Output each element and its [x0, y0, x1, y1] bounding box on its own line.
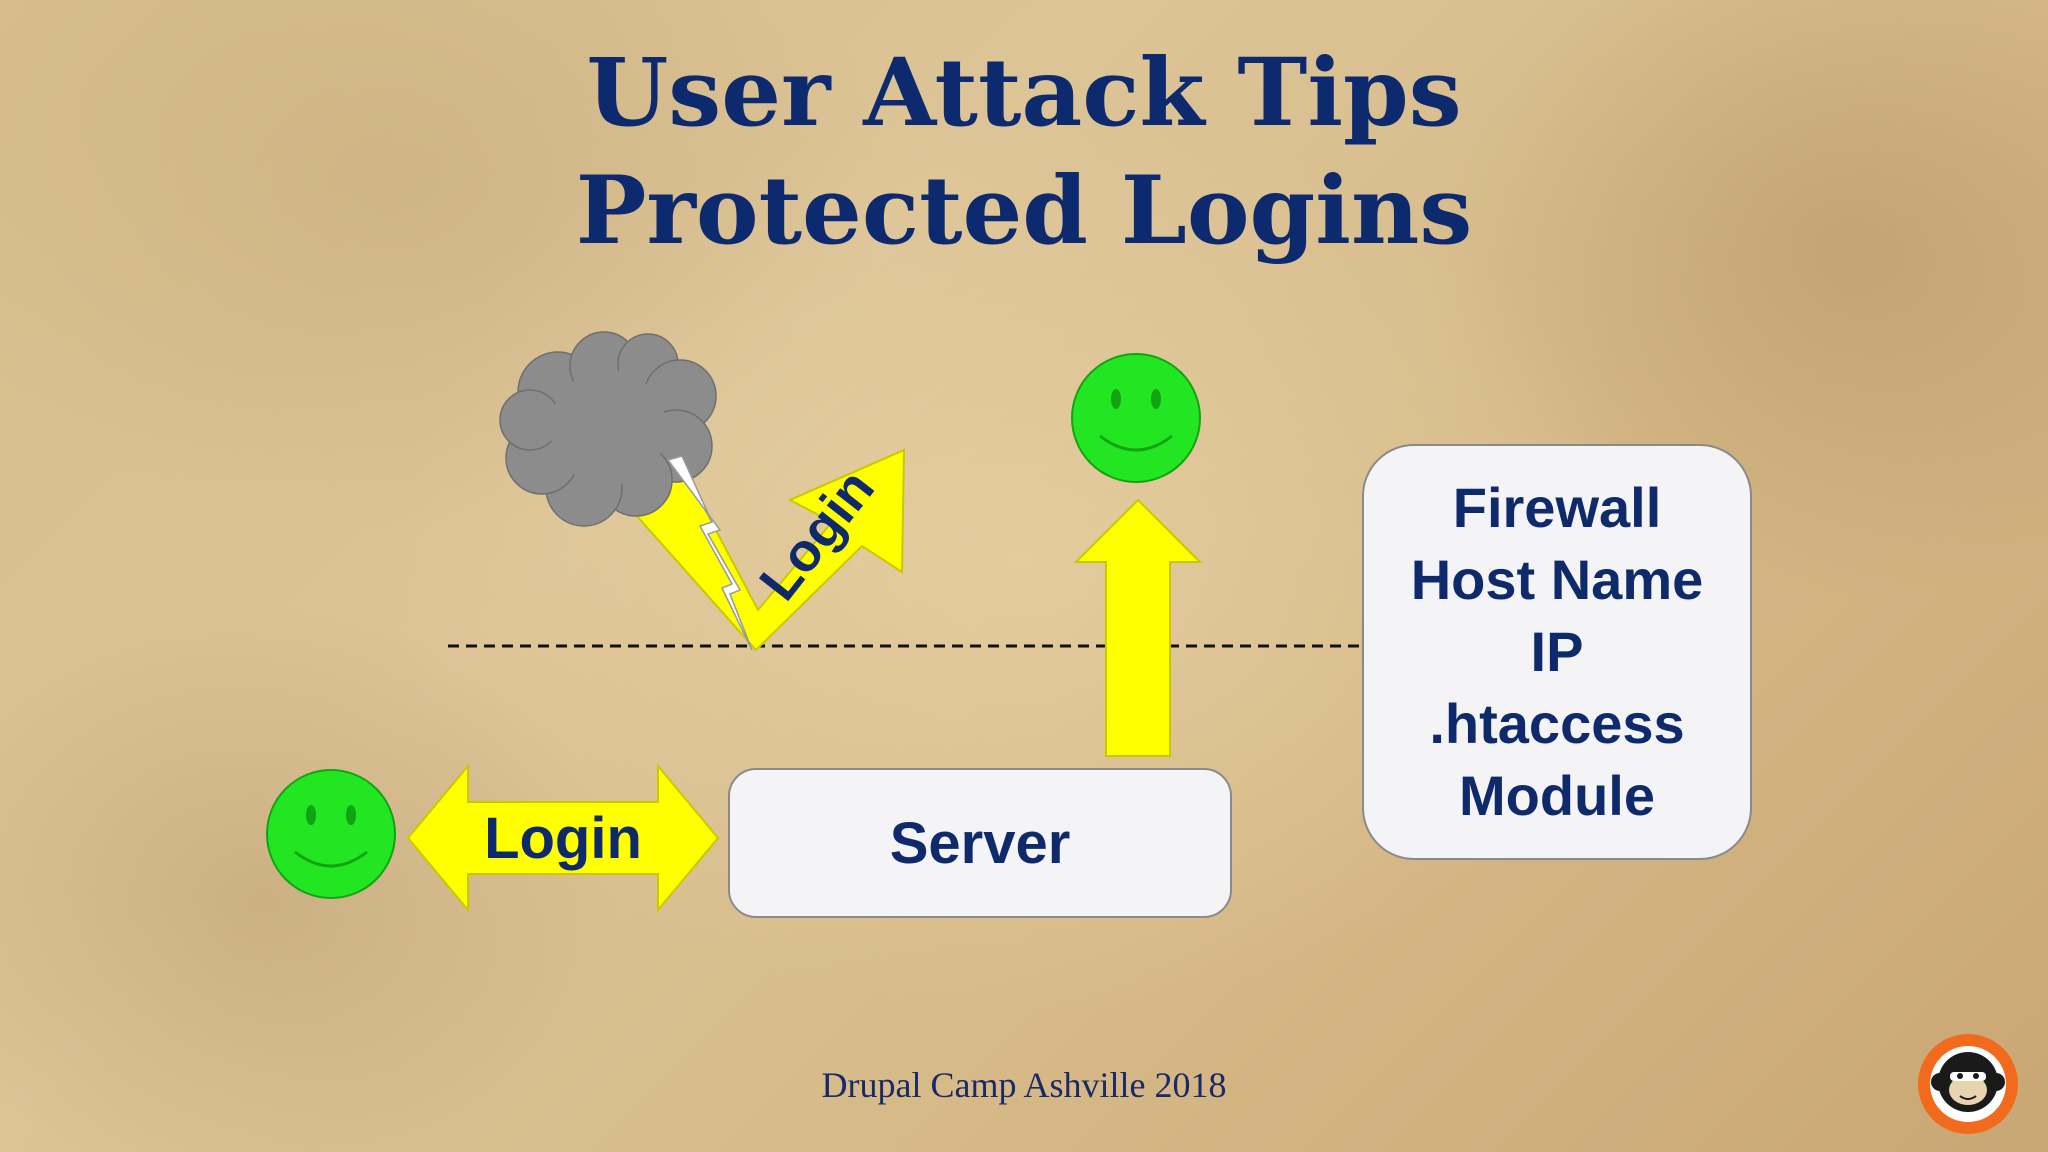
title-line-2: Protected Logins	[575, 156, 1473, 266]
protection-methods-box: Firewall Host Name IP .htaccess Module	[1362, 444, 1752, 860]
protection-item: .htaccess	[1429, 692, 1685, 755]
legit-user-smiley-icon	[266, 769, 396, 899]
protection-item: Firewall	[1452, 476, 1662, 539]
server-box: Server	[728, 768, 1232, 918]
protection-item: Module	[1459, 764, 1655, 827]
attacker-cloud-icon	[499, 331, 717, 527]
lightning-bolt-icon	[666, 455, 753, 651]
login-arrow-label: Login	[484, 806, 642, 871]
slide-footer: Drupal Camp Ashville 2018	[821, 1065, 1227, 1105]
server-up-arrow	[1073, 498, 1203, 757]
slide-title: User Attack Tips Protected Logins	[0, 34, 2048, 270]
remote-user-smiley-icon	[1071, 353, 1201, 483]
title-line-1: User Attack Tips	[586, 38, 1462, 148]
login-double-arrow	[406, 763, 720, 913]
server-label: Server	[889, 810, 1071, 876]
protection-item: Host Name	[1410, 548, 1704, 611]
protection-item: IP	[1530, 620, 1584, 683]
monkey-logo-icon	[1918, 1034, 2018, 1134]
